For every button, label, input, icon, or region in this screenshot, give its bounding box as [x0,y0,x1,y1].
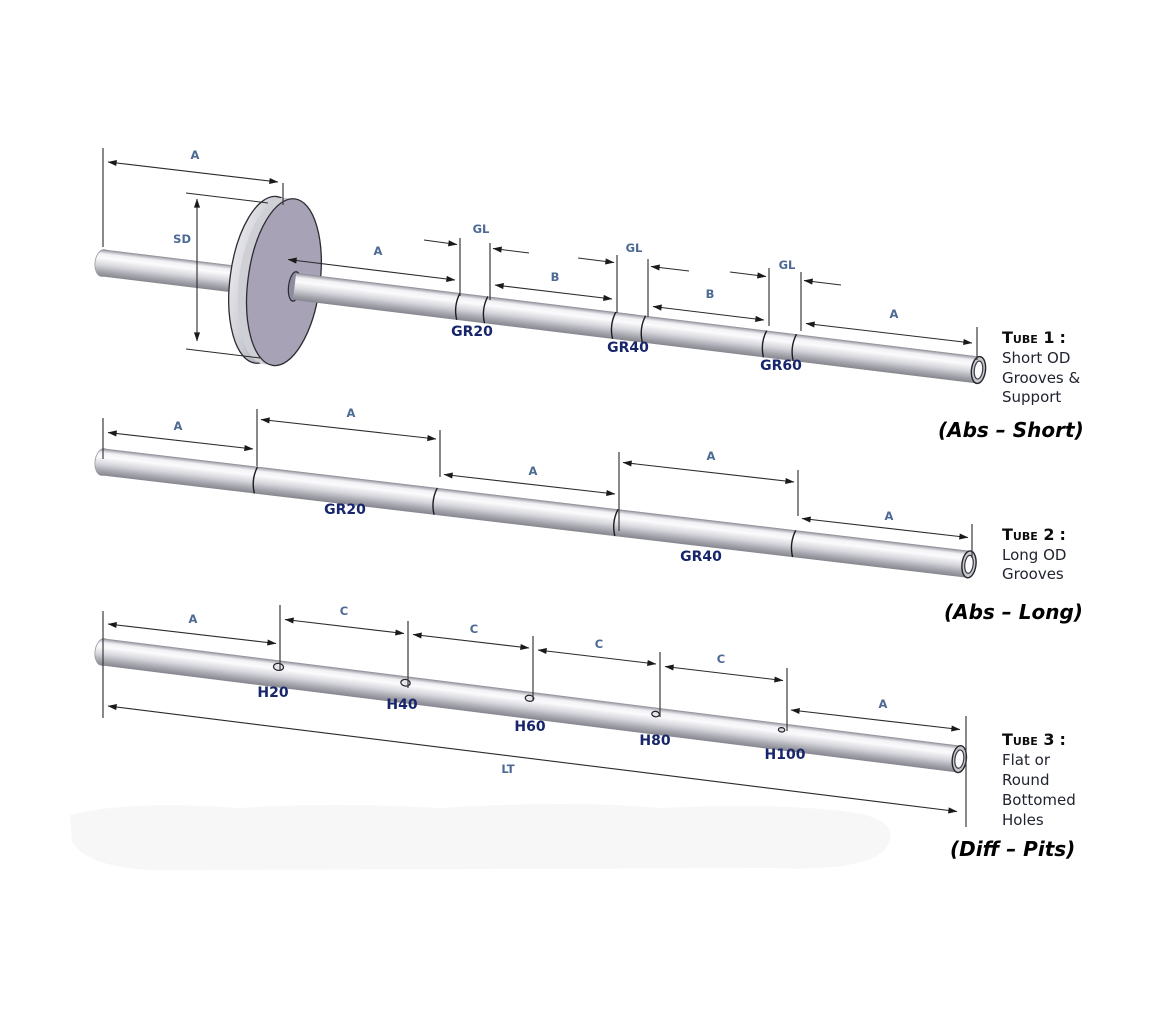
tube3-hole-h60 [524,694,535,702]
tube1-groove-label-gr60: GR60 [760,358,802,374]
tube1-bore [973,360,984,380]
tube3-hole-label-h40: H40 [386,697,417,713]
support-disk [228,195,322,367]
tube1-dim-gl3: GL [779,258,796,272]
tube1-dim-a-support: A [191,148,200,162]
tube3-hole-label-h60: H60 [514,719,545,735]
tube1-groove-gr60-edge [761,330,768,358]
tube3-dim-lt: LT [501,762,514,776]
tube3-dim-c3: C [595,637,603,651]
tube2-groove-gr20-end [432,487,438,515]
tube2-groove-gr20-start [252,466,259,494]
tube2-caption-line: Long OD [1002,546,1066,564]
tube1-caption-note: (Abs – Short) [938,418,1084,442]
tube1-groove-gr20-edge [482,296,489,324]
tube1-caption: Tube 1: Short OD Grooves & Support (Abs … [938,328,1084,442]
tube1-groove-gr40-edge [640,315,647,343]
tube1-groove-gr40-edge [610,311,617,340]
tube1-front-segment [287,271,987,385]
tube3-caption-line: Holes [1002,811,1044,829]
tube1-caption-heading: Tube 1: [1002,328,1066,347]
tube2-dimension-labels: A A A A A GR20 GR40 [174,406,894,565]
tube1-groove-label-gr20: GR20 [451,324,493,340]
tube2-caption-note: (Abs – Long) [944,600,1083,624]
tube1-caption-line: Support [1002,388,1061,406]
tube1-dim-a-right: A [890,307,899,321]
tube1-dimension-lines [107,159,973,346]
tube1-groove-gr20-edge [454,292,461,321]
tube2-dim-a3: A [529,464,538,478]
tube3-caption-note: (Diff – Pits) [950,837,1075,861]
tube3-dim-c1: C [340,604,348,618]
tube1-extension-ticks [102,148,978,360]
tube1-dim-b2: B [706,287,715,301]
tube2-groove-label-gr20: GR20 [324,502,366,518]
tube2-dim-a5: A [885,509,894,523]
tube3-body [94,638,968,774]
tube3-dim-a1: A [189,612,198,626]
tube2-dimension-lines [107,417,969,540]
tube1-groove-gr60-edge [791,333,798,362]
tube1-dim-b1: B [551,270,560,284]
tube2-bore [964,554,974,574]
tube3-hole-label-h80: H80 [639,733,670,749]
tube2-body [94,448,977,579]
tube3-dim-c2: C [470,622,478,636]
tube2-groove-gr40-start [613,508,619,537]
tube2-caption-heading: Tube 2: [1002,525,1066,544]
tube2-caption-line: Grooves [1002,565,1064,583]
tube2-dim-a4: A [707,449,716,463]
tube1-dim-gl1: GL [473,222,490,236]
tube1-dim-gl2: GL [626,241,643,255]
tube1-groove-label-gr40: GR40 [607,340,649,356]
tube3-dim-c4: C [717,652,725,666]
tube2-extension-ticks [102,409,973,558]
tube3-hole-label-h100: H100 [765,747,806,763]
tube3-hole-h20 [272,662,285,672]
tube1-dim-sd: SD [173,232,191,246]
tube1-dimension-labels: A SD A GL B GL B GL A GR20 GR40 GR60 [173,148,898,374]
tube3-dim-a2: A [879,697,888,711]
tube3-hole-label-h20: H20 [257,685,288,701]
page-shadow-blob [70,804,891,871]
tube3-hole-h100 [777,727,786,733]
tube2-dim-a1: A [174,419,183,433]
tube2-caption: Tube 2: Long OD Grooves (Abs – Long) [944,525,1083,624]
tube2-dim-a2: A [347,406,356,420]
tube1-caption-line: Grooves & [1002,369,1081,387]
tube1-caption-line: Short OD [1002,349,1070,367]
tube1-back-segment [94,249,271,297]
tube2-groove-gr40-end [790,529,797,558]
tube3-caption-line: Round [1002,771,1049,789]
tube1-dim-a-mid: A [374,244,383,258]
tube3-hole-h80 [651,710,660,718]
tube3-caption-line: Flat or [1002,751,1051,769]
tube3-hole-h40 [400,678,411,687]
tube3-extension-ticks [102,605,967,827]
tube2-groove-label-gr40: GR40 [680,549,722,565]
tube3-dimension-lines [107,617,961,814]
tube3-dimension-labels: A C C C C A LT H20 H40 H60 H80 H100 [189,604,888,776]
tube3-caption-heading: Tube 3: [1002,730,1066,749]
tube3-caption: Tube 3: Flat or Round Bottomed Holes (Di… [950,730,1076,861]
tube3-caption-line: Bottomed [1002,791,1076,809]
